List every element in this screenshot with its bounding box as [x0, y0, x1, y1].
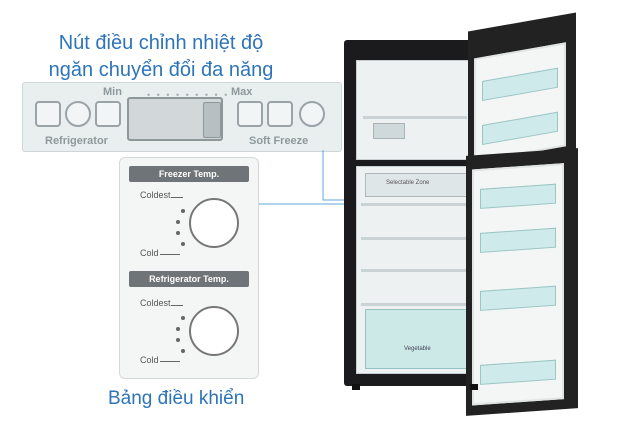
fridge-shelf [361, 237, 469, 240]
cup-icon [95, 101, 121, 127]
refrigerator-coldest-label: Coldest [140, 298, 171, 308]
level-dot [176, 327, 180, 331]
fridge-door-inner [472, 163, 564, 406]
min-label: Min [103, 86, 122, 98]
door-bin [480, 183, 556, 209]
fridge-foot [470, 384, 478, 390]
level-dot [176, 338, 180, 342]
refrigerator-cold-label: Cold [140, 355, 159, 365]
fridge-shelf [361, 303, 469, 306]
control-panel: Freezer Temp. Coldest Cold Refrigerator … [119, 157, 259, 379]
door-bin [480, 227, 556, 253]
meat-icon [237, 101, 263, 127]
cake-icon [65, 101, 91, 127]
fridge-shelf [361, 203, 469, 206]
freezer-temp-dial[interactable] [189, 198, 239, 248]
vegetable-drawer[interactable]: Vegetable [365, 309, 467, 369]
bottom-caption: Bảng điều khiển [108, 388, 245, 409]
level-dot [181, 242, 185, 246]
cold-tick [160, 254, 180, 255]
freezer-temp-title: Freezer Temp. [129, 166, 249, 182]
vegetable-label: Vegetable [404, 346, 431, 352]
level-dot [176, 220, 180, 224]
coldest-tick [171, 197, 183, 198]
freezer-coldest-label: Coldest [140, 190, 171, 200]
level-dot [181, 349, 185, 353]
top-caption-line2: ngăn chuyển đổi đa năng [48, 59, 274, 81]
freezer-door[interactable] [468, 12, 576, 170]
ice-tray [373, 123, 405, 139]
food-bowl-icon [299, 101, 325, 127]
door-bin [482, 111, 558, 146]
freezer-door-inner [474, 42, 566, 163]
door-bin [480, 359, 556, 385]
door-bin [482, 67, 558, 102]
freezer-shelf [363, 116, 467, 119]
soft-freeze-label: Soft Freeze [249, 135, 309, 147]
level-dots: • • • • • • • • • [147, 90, 230, 100]
refrigerator-temp-dial[interactable] [189, 306, 239, 356]
level-dot [181, 209, 185, 213]
top-caption: Nút điều chỉnh nhiệt độ ngăn chuyển đổi … [30, 30, 292, 84]
refrigerator-temp-title: Refrigerator Temp. [129, 271, 249, 287]
freezer-cold-label: Cold [140, 248, 159, 258]
zone-temperature-slider[interactable] [127, 97, 223, 141]
freezer-compartment [356, 60, 474, 160]
selectable-zone-label: Selectable Zone [386, 180, 430, 186]
refrigerator-label: Refrigerator [45, 135, 108, 147]
fridge-compartment: Selectable Zone Vegetable [356, 166, 474, 374]
coldest-tick [171, 305, 183, 306]
selectable-zone-drawer[interactable]: Selectable Zone [365, 173, 467, 197]
cold-tick [160, 361, 180, 362]
level-dot [181, 316, 185, 320]
door-bin [480, 285, 556, 311]
can-icon [35, 101, 61, 127]
fridge-door[interactable] [466, 148, 578, 416]
fridge-shelf [361, 269, 469, 272]
max-label: Max [231, 86, 253, 98]
fish-icon [267, 101, 293, 127]
level-dot [176, 231, 180, 235]
fridge-foot [352, 384, 360, 390]
slider-knob[interactable] [203, 102, 221, 138]
top-caption-line1: Nút điều chỉnh nhiệt độ [58, 32, 264, 54]
